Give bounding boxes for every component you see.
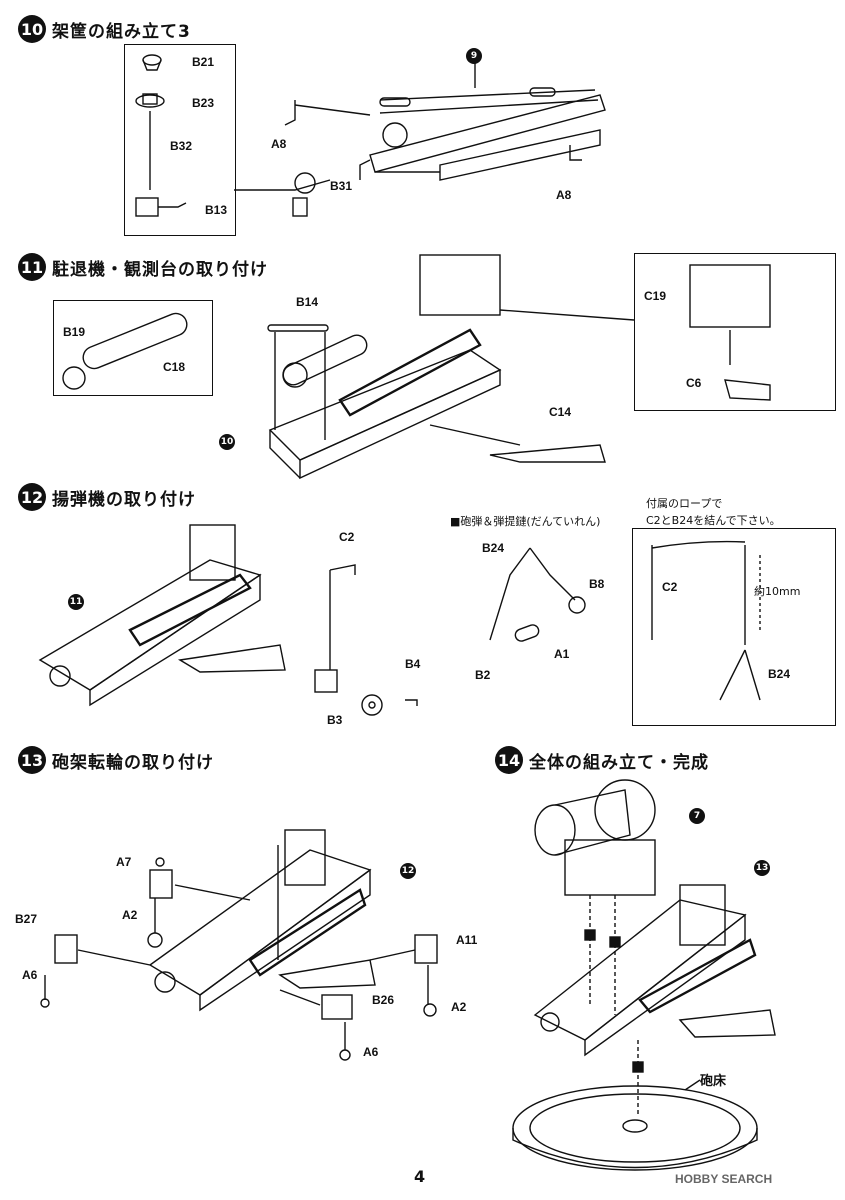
frame-10 <box>292 87 606 217</box>
ref-step-9: 9 <box>466 48 482 64</box>
b4-part <box>405 699 418 706</box>
label-b4: B4 <box>405 657 421 671</box>
label-b32: B32 <box>170 139 193 153</box>
label-b31: B31 <box>330 179 353 193</box>
gun-barrel <box>534 779 656 896</box>
detail-box-c19 <box>634 253 836 411</box>
rope-detail <box>651 540 761 701</box>
a11-part <box>414 934 438 964</box>
step-title: 全体の組み立て・完成 <box>529 752 709 773</box>
step-14-heading: 14 全体の組み立て・完成 <box>495 746 709 774</box>
note-rope-line2: C2とB24を結んで下さい。 <box>646 514 781 527</box>
frame-12 <box>38 524 286 707</box>
label-gun-platform: 砲床 <box>700 1074 727 1089</box>
label-b19: B19 <box>63 325 86 339</box>
label-b24-detail: B24 <box>768 667 791 681</box>
step-10-heading: 10 架筐の組み立て3 <box>18 15 191 43</box>
a7-part <box>149 857 173 899</box>
label-b23: B23 <box>192 96 215 110</box>
a8-part-2 <box>569 145 582 161</box>
a8-part <box>284 100 296 126</box>
step-title: 揚弾機の取り付け <box>52 489 196 510</box>
step-title: 駐退機・観測台の取り付け <box>52 259 268 280</box>
detail-box-rope <box>632 528 836 726</box>
label-c2-detail: C2 <box>662 580 678 594</box>
step-title: 砲架転輪の取り付け <box>52 752 214 773</box>
label-a6-bottom: A6 <box>363 1045 379 1059</box>
frame-13 <box>148 829 376 1012</box>
c14-part <box>489 444 606 463</box>
step-number: 14 <box>495 746 523 774</box>
b13-part <box>135 197 187 217</box>
b21-part <box>142 54 162 71</box>
label-b2: B2 <box>475 668 491 682</box>
b26-part <box>321 994 353 1020</box>
detail-box-c18 <box>53 300 213 396</box>
ref-step-12: 12 <box>400 863 416 879</box>
label-a2-left: A2 <box>122 908 138 922</box>
a6-part <box>40 975 50 1008</box>
b27-part <box>54 934 78 964</box>
step-number: 13 <box>18 746 46 774</box>
note-shell-chain: ■砲弾＆弾提鏈(だんていれん) <box>450 515 601 528</box>
label-b13: B13 <box>205 203 228 217</box>
label-a6-left: A6 <box>22 968 38 982</box>
ref-step-10: 10 <box>219 434 235 450</box>
step-13-heading: 13 砲架転輪の取り付け <box>18 746 214 774</box>
ref-step-13: 13 <box>754 860 770 876</box>
b31-part <box>359 159 371 180</box>
label-c14: C14 <box>549 405 572 419</box>
label-c2: C2 <box>339 530 355 544</box>
gun-platform <box>512 1085 758 1171</box>
detail-box-b21-b13 <box>124 44 236 236</box>
label-a1: A1 <box>554 647 570 661</box>
a2-part <box>147 898 163 948</box>
label-a8-right: A8 <box>556 188 572 202</box>
a2-part-b <box>423 965 437 1017</box>
label-a2-right: A2 <box>451 1000 467 1014</box>
label-b8: B8 <box>589 577 605 591</box>
c2-part <box>329 564 356 670</box>
a6-part-b <box>339 1022 351 1061</box>
watermark: HOBBY SEARCH <box>675 1172 773 1186</box>
label-b14: B14 <box>296 295 319 309</box>
ref-step-11: 11 <box>68 594 84 610</box>
b3-part <box>361 694 383 716</box>
label-b24: B24 <box>482 541 505 555</box>
step-number: 12 <box>18 483 46 511</box>
c18-detail <box>62 312 188 390</box>
frame-14 <box>533 884 776 1057</box>
step-11-heading: 11 駐退機・観測台の取り付け <box>18 253 268 281</box>
label-c6: C6 <box>686 376 702 390</box>
step-12-heading: 12 揚弾機の取り付け <box>18 483 196 511</box>
label-b21: B21 <box>192 55 215 69</box>
step-number: 10 <box>18 15 46 43</box>
page-number: 4 <box>414 1167 426 1186</box>
label-a11: A11 <box>456 933 478 947</box>
b23-part <box>135 93 165 108</box>
label-length-10mm: 約10mm <box>754 585 801 598</box>
c6-part <box>724 379 771 401</box>
ref-step-7: 7 <box>689 808 705 824</box>
label-a7: A7 <box>116 855 132 869</box>
step-number: 11 <box>18 253 46 281</box>
label-b26: B26 <box>372 993 395 1007</box>
frame-11 <box>267 254 502 480</box>
label-b3: B3 <box>327 713 343 727</box>
shell-chain <box>489 547 586 642</box>
label-c19: C19 <box>644 289 667 303</box>
step-title: 架筐の組み立て3 <box>52 21 191 42</box>
note-rope-line1: 付属のロープで <box>646 497 723 510</box>
label-b27: B27 <box>15 912 38 926</box>
label-a8-left: A8 <box>271 137 287 151</box>
label-c18: C18 <box>163 360 186 374</box>
c19-part <box>689 264 771 365</box>
